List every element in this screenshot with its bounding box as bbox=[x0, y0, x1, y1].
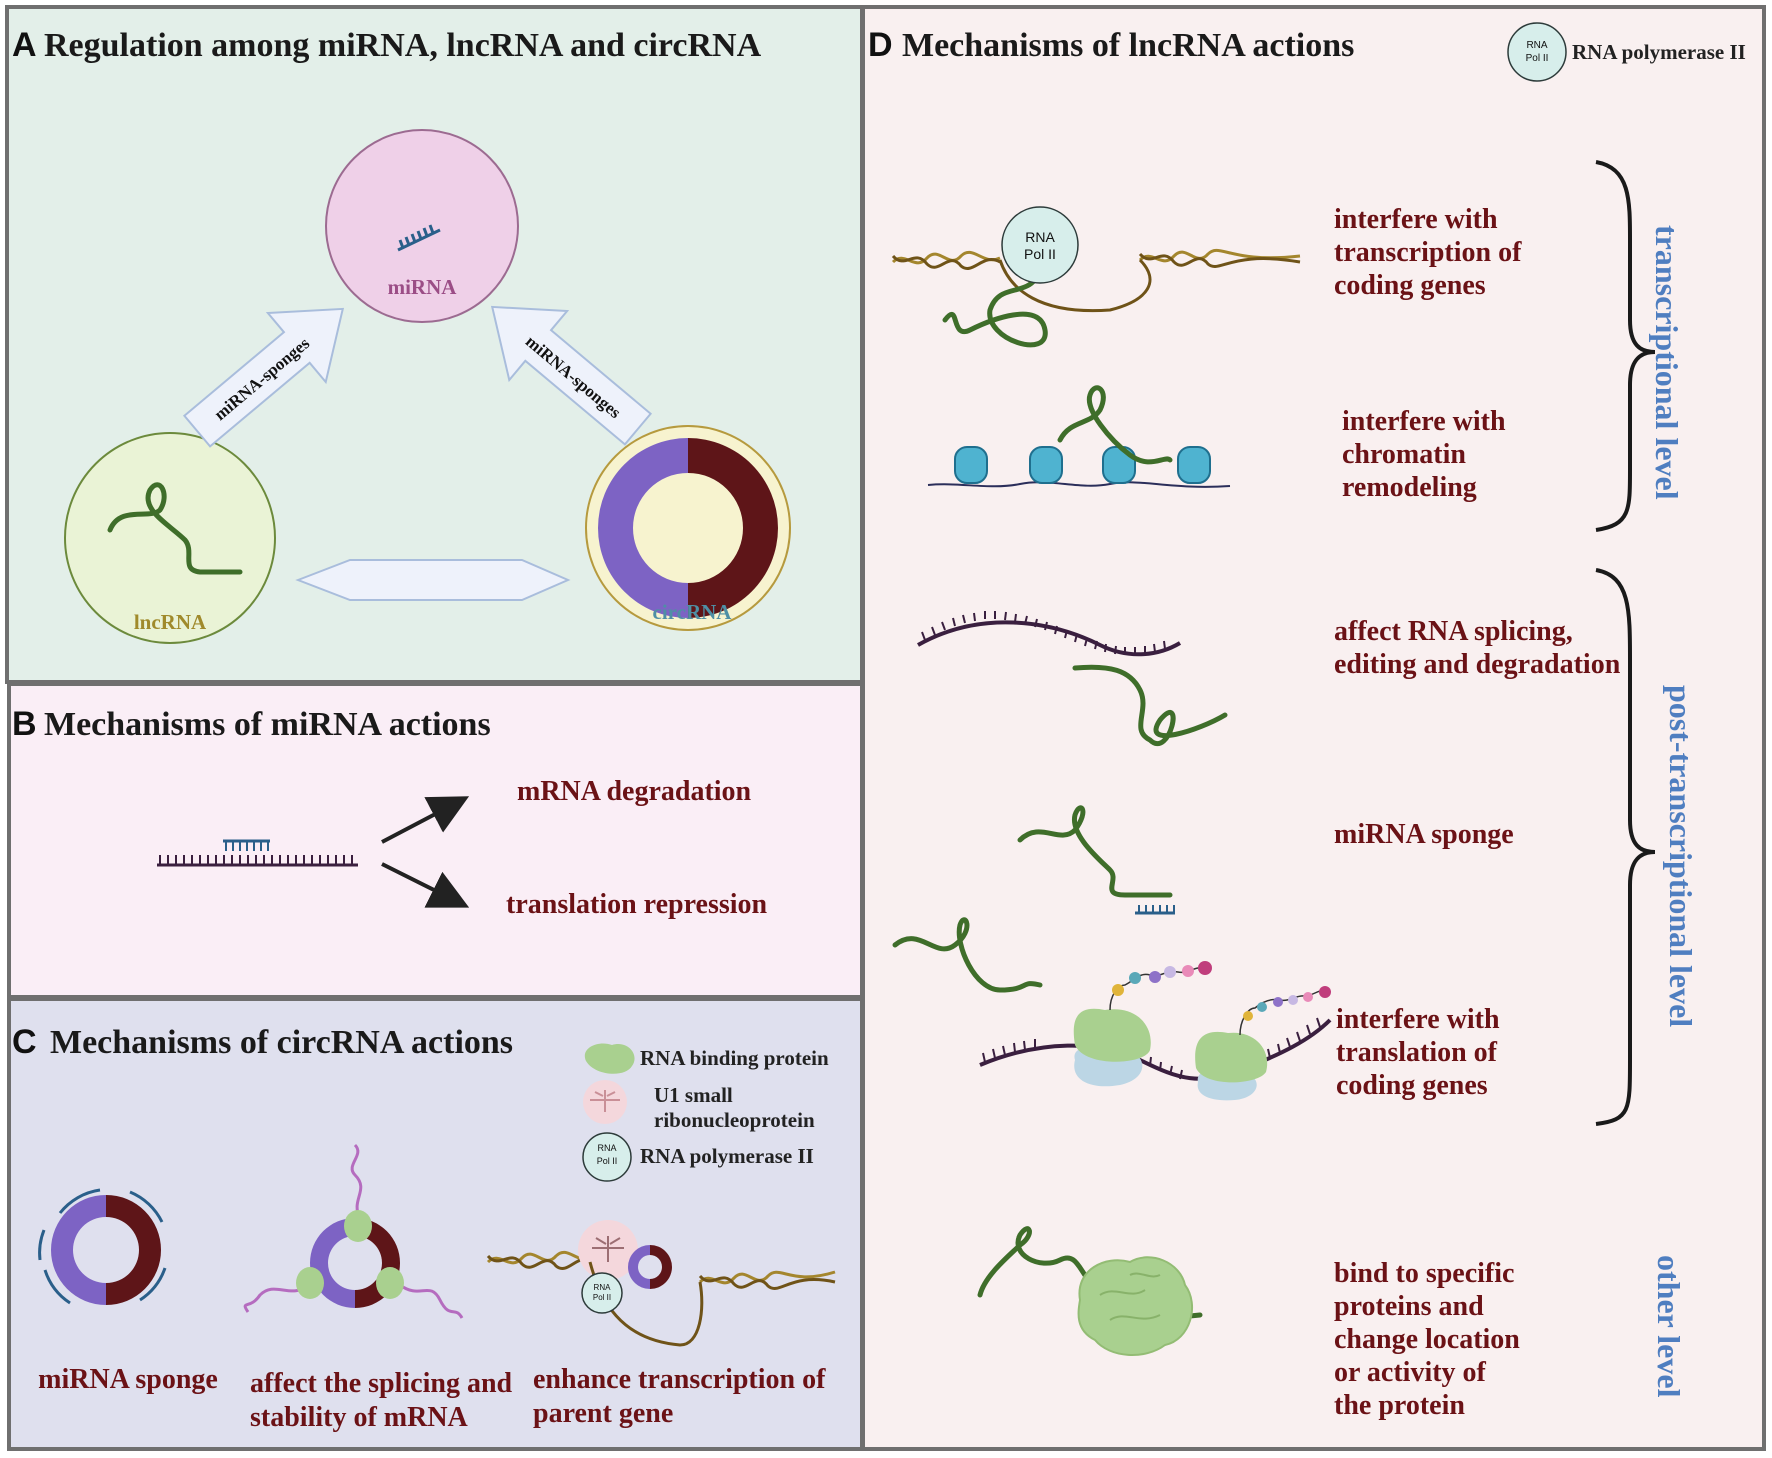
pol-legend-icon-d bbox=[1507, 22, 1567, 82]
mech-c3-pol-l2: Pol II bbox=[593, 1293, 611, 1302]
pol-legend-icon bbox=[582, 1132, 632, 1182]
mech-d2-line1: interfere with bbox=[1342, 406, 1506, 437]
mirna-label: miRNA bbox=[388, 275, 458, 299]
lncrna-protein-icon bbox=[977, 1226, 1203, 1356]
panel-a-title: Regulation among miRNA, lncRNA and circR… bbox=[44, 27, 762, 64]
circrna-sponge-icon bbox=[38, 1188, 167, 1305]
circrna-splicing-icon bbox=[243, 1143, 464, 1319]
pol-legend-d-l1: RNA bbox=[1526, 40, 1547, 51]
mech-d1: interfere with transcription of coding g… bbox=[1334, 204, 1522, 301]
panel-a-letter: A bbox=[12, 26, 37, 64]
mech-d5-line2: translation of bbox=[1336, 1037, 1498, 1068]
panel-d-title: Mechanisms of lncRNA actions bbox=[902, 27, 1354, 64]
mech-d6-line4: or activity of bbox=[1334, 1357, 1487, 1388]
mirna-icon bbox=[397, 224, 441, 252]
outcome-translation-repression: translation repression bbox=[506, 889, 768, 920]
mech-c2-line1: affect the splicing and bbox=[250, 1368, 513, 1399]
mech-d3-line1: affect RNA splicing, bbox=[1334, 616, 1573, 647]
d-pol-l1: RNA bbox=[1025, 229, 1055, 245]
brace-post-transcriptional bbox=[1595, 568, 1656, 1126]
mech-d2-line3: remodeling bbox=[1342, 472, 1477, 503]
lncrna-transcription-icon: RNA Pol II bbox=[891, 206, 1301, 348]
brace-transcriptional bbox=[1595, 160, 1656, 532]
mech-d1-line1: interfere with bbox=[1334, 204, 1498, 235]
mech-d3-line2: editing and degradation bbox=[1334, 649, 1621, 680]
mrna-with-mirna-icon bbox=[157, 839, 358, 867]
chromatin-icon bbox=[927, 385, 1231, 488]
lncrna-sponge-icon bbox=[1017, 805, 1175, 915]
mech-d5: interfere with translation of coding gen… bbox=[1336, 1004, 1500, 1101]
mirna-node bbox=[325, 129, 519, 323]
lncrna-label: lncRNA bbox=[134, 610, 207, 634]
mech-c3-pol-l1: RNA bbox=[594, 1283, 612, 1292]
mech-d5-line3: coding genes bbox=[1336, 1070, 1488, 1101]
mech-d4: miRNA sponge bbox=[1334, 819, 1514, 850]
panel-a: A Regulation among miRNA, lncRNA and cir… bbox=[5, 5, 864, 684]
legend-pol: RNA polymerase II bbox=[640, 1144, 814, 1168]
mech-d2: interfere with chromatin remodeling bbox=[1342, 406, 1506, 503]
mech-d6: bind to specific proteins and change loc… bbox=[1334, 1258, 1520, 1421]
bidirectional-arrow bbox=[295, 559, 571, 601]
mech-d4-line1: miRNA sponge bbox=[1334, 819, 1514, 850]
pol-legend-icon-l1: RNA bbox=[597, 1143, 616, 1153]
arrow-to-degradation bbox=[381, 796, 470, 844]
mech-d6-line2: proteins and bbox=[1334, 1291, 1484, 1322]
mech-c3-line2: parent gene bbox=[533, 1398, 673, 1429]
legend-u1-line2: ribonucleoprotein bbox=[654, 1108, 815, 1132]
outcome-mrna-degradation: mRNA degradation bbox=[517, 776, 752, 807]
mech-c2-line2: stability of mRNA bbox=[250, 1402, 469, 1433]
pol-legend-icon-l2: Pol II bbox=[597, 1156, 618, 1166]
panel-c-title: Mechanisms of circRNA actions bbox=[50, 1024, 513, 1061]
circrna-label: circRNA bbox=[653, 600, 733, 624]
mech-d3: affect RNA splicing, editing and degrada… bbox=[1334, 616, 1621, 680]
panel-b-frame bbox=[7, 682, 864, 999]
panel-b: B Mechanisms of miRNA actions mRNA degra… bbox=[7, 682, 864, 999]
lncrna-node bbox=[64, 432, 276, 644]
mech-d5-line1: interfere with bbox=[1336, 1004, 1500, 1035]
panel-d-letter: D bbox=[868, 26, 893, 64]
panel-c-letter: C bbox=[12, 1023, 37, 1061]
legend-u1-line1: U1 small bbox=[654, 1083, 733, 1107]
u1-snrnp-legend-icon bbox=[583, 1080, 627, 1124]
panel-b-title: Mechanisms of miRNA actions bbox=[44, 706, 491, 743]
circrna-transcription-icon: RNA Pol II bbox=[486, 1220, 836, 1347]
legend-rbp: RNA binding protein bbox=[640, 1046, 829, 1070]
lncrna-strand-icon bbox=[107, 482, 243, 575]
mech-d6-line3: change location bbox=[1334, 1324, 1520, 1355]
mech-c1: miRNA sponge bbox=[38, 1364, 218, 1395]
mech-d6-line5: the protein bbox=[1334, 1390, 1465, 1421]
panel-d: D Mechanisms of lncRNA actions RNA Pol I… bbox=[861, 5, 1766, 1451]
lncrna-splicing-icon bbox=[917, 611, 1228, 746]
rbp-legend-icon bbox=[584, 1043, 635, 1074]
pol-legend-d-l2: Pol II bbox=[1526, 53, 1549, 64]
level-transcriptional: transcriptional level bbox=[1649, 225, 1685, 500]
arrow-to-repression bbox=[381, 862, 470, 908]
mech-c3-line1: enhance transcription of bbox=[533, 1364, 826, 1395]
level-other: other level bbox=[1651, 1255, 1687, 1398]
d-pol-l2: Pol II bbox=[1024, 246, 1056, 262]
mech-d6-line1: bind to specific bbox=[1334, 1258, 1514, 1289]
lncrna-translation-icon bbox=[892, 917, 1332, 1101]
mech-d1-line3: coding genes bbox=[1334, 270, 1486, 301]
panel-c: C Mechanisms of circRNA actions RNA bind… bbox=[7, 997, 864, 1451]
panel-b-letter: B bbox=[12, 705, 37, 743]
circrna-ring-icon bbox=[598, 438, 778, 618]
mech-d2-line2: chromatin bbox=[1342, 439, 1466, 470]
mech-d1-line2: transcription of bbox=[1334, 237, 1522, 268]
level-post-transcriptional: post-transcriptional level bbox=[1663, 685, 1699, 1027]
legend-pol-d: RNA polymerase II bbox=[1572, 40, 1746, 64]
